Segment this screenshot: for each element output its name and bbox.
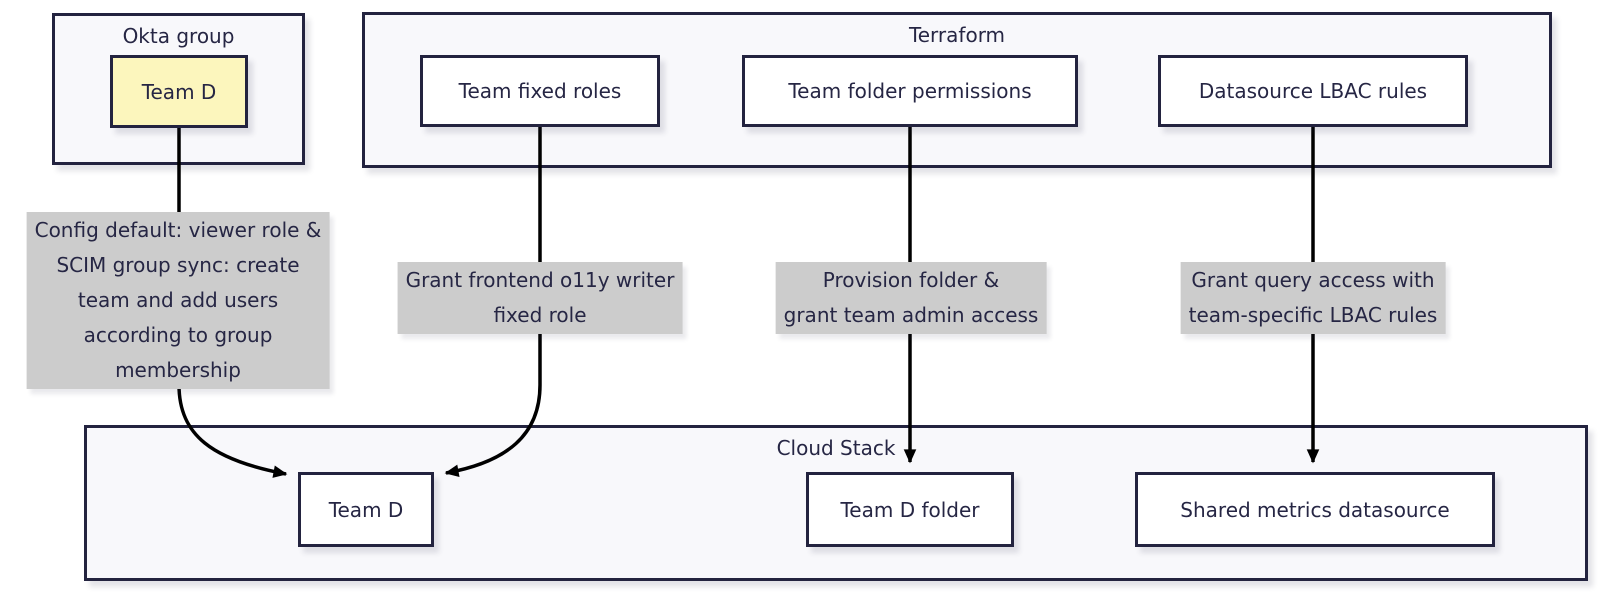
edge-label-scim-sync: Config default: viewer role & SCIM group… — [26, 212, 330, 389]
node-datasource-lbac-rules: Datasource LBAC rules — [1158, 55, 1468, 127]
node-okta-team-d: Team D — [110, 55, 248, 128]
cloud-stack-title: Cloud Stack — [776, 436, 896, 460]
okta-group-title: Okta group — [122, 24, 235, 48]
terraform-title: Terraform — [908, 23, 1006, 47]
node-shared-metrics-datasource: Shared metrics datasource — [1135, 472, 1495, 547]
node-team-folder-permissions: Team folder permissions — [742, 55, 1078, 127]
edge-label-provision-folder: Provision folder & grant team admin acce… — [775, 262, 1047, 334]
edge-label-grant-query-access: Grant query access with team-specific LB… — [1180, 262, 1446, 334]
edge-label-grant-fixed-role: Grant frontend o11y writer fixed role — [397, 262, 683, 334]
node-cloud-team-d: Team D — [298, 472, 434, 547]
node-team-fixed-roles: Team fixed roles — [420, 55, 660, 127]
node-team-d-folder: Team D folder — [806, 472, 1014, 547]
